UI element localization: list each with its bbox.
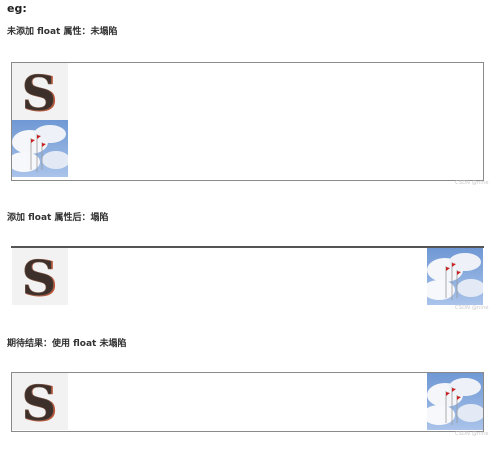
sky-flags-photo xyxy=(427,373,483,430)
s-logo-icon: S S xyxy=(12,248,68,305)
caption-expected: 期待结果：使用 float 未塌陷 xyxy=(7,339,127,349)
page-heading: eg: xyxy=(7,2,27,15)
svg-text:S: S xyxy=(22,64,58,120)
watermark: CSDN @nine xyxy=(455,305,489,311)
sky-flags-photo xyxy=(12,120,68,177)
container-expected xyxy=(11,372,484,432)
caption-no-float: 未添加 float 属性：未塌陷 xyxy=(7,27,118,37)
s-logo-icon: S S xyxy=(12,373,68,430)
svg-text:S: S xyxy=(22,66,57,120)
container-collapsed xyxy=(11,246,484,248)
s-logo-icon: S S xyxy=(12,63,68,120)
svg-text:S: S xyxy=(22,249,58,305)
watermark: CSDN @nine xyxy=(455,180,489,186)
svg-text:S: S xyxy=(22,374,58,430)
svg-text:S: S xyxy=(22,251,57,305)
sky-flags-photo xyxy=(427,248,483,305)
svg-text:S: S xyxy=(22,376,57,430)
caption-float-collapsed: 添加 float 属性后：塌陷 xyxy=(7,213,109,223)
watermark: CSDN @nine xyxy=(455,431,489,437)
container-no-float xyxy=(11,62,484,181)
